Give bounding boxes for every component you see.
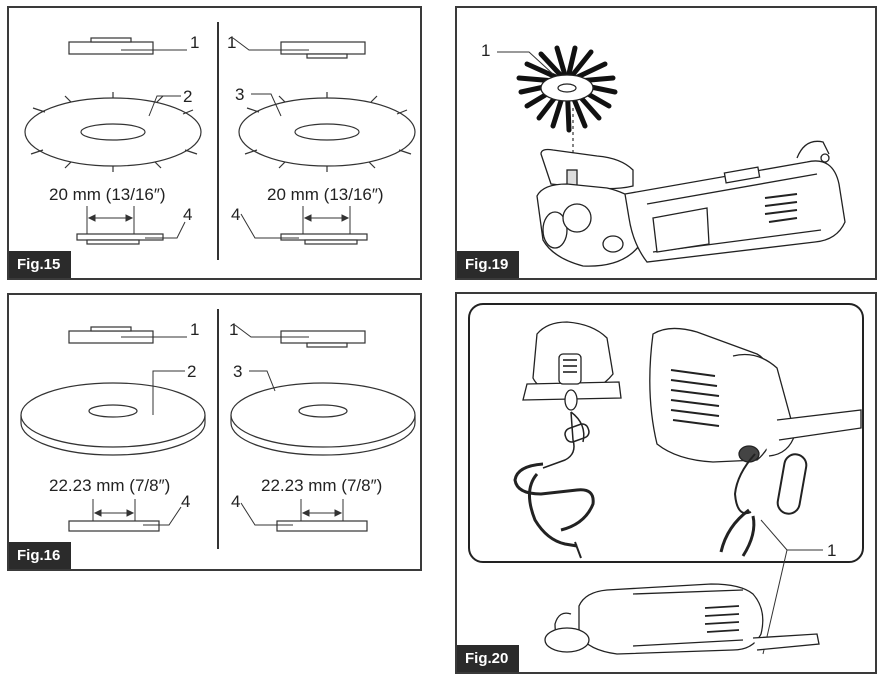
fig16-left-grinding-disc [20, 382, 206, 456]
wire-brush [516, 45, 618, 133]
fig16-right-leader-3 [249, 370, 276, 392]
fig15-left-inner-flange [76, 233, 164, 245]
fig15-right-callout-3: 3 [235, 85, 244, 104]
fig20-illustration: 1 [468, 303, 864, 655]
fig15-label: Fig.15 [9, 251, 71, 278]
fig15-right-callout-4: 4 [231, 205, 240, 224]
lanyard-left [513, 411, 595, 559]
fig16-label: Fig.16 [9, 542, 71, 569]
fig20-leader-1b [760, 519, 788, 551]
fig16-right-lock-nut [280, 330, 366, 348]
fig16-left-inner-flange [68, 520, 160, 532]
fig16-right-callout-4: 4 [231, 492, 240, 511]
fig15-right-callout-1: 1 [227, 33, 236, 52]
grinder-overview [544, 583, 820, 655]
fig19-illustration: 1 [481, 41, 846, 267]
fig15-right-lock-nut [280, 41, 366, 59]
fig16-illustration: 1 2 22.23 mm (7/8″) 4 1 [20, 309, 416, 549]
grinder-closeup [649, 327, 862, 463]
fig20-label: Fig.20 [457, 645, 519, 672]
fig16-right-callout-3: 3 [233, 362, 242, 381]
angle-grinder [536, 140, 846, 267]
fig16-left-leader-4 [143, 506, 182, 526]
fig19-leader-1 [497, 51, 554, 75]
fig15-left-diamond-wheel [24, 92, 202, 172]
fig15-panel: 1 2 20 mm (13/16″) 4 [7, 6, 422, 280]
fig16-right-leader-4 [240, 502, 293, 526]
fig20-panel: 1 Fig.20 [455, 292, 877, 674]
fig20-callout-1: 1 [827, 541, 836, 560]
fig15-right-diamond-wheel [238, 92, 416, 172]
fig19-label: Fig.19 [457, 251, 519, 278]
fig16-left-lock-nut [68, 326, 154, 344]
fig15-left-lock-nut [68, 37, 154, 55]
fig16-left-leader-2 [152, 370, 185, 415]
fig15-right-leader-1 [232, 37, 309, 51]
fig15-left-callout-1: 1 [190, 33, 199, 52]
fig16-right-dimension: 22.23 mm (7/8″) [261, 476, 382, 495]
fig15-left-dimension-arrow [86, 206, 135, 234]
fig15-left-leader-2 [148, 95, 181, 117]
fig16-left-callout-4: 4 [181, 492, 190, 511]
fig16-right-inner-flange [276, 520, 368, 532]
fig15-illustration: 1 2 20 mm (13/16″) 4 [24, 22, 416, 260]
fig16-left-callout-1: 1 [190, 320, 199, 339]
fig15-right-leader-4 [240, 213, 299, 239]
fig15-right-leader-3 [251, 93, 282, 117]
fig15-left-leader-4 [145, 221, 186, 239]
fig15-left-callout-2: 2 [183, 87, 192, 106]
fig16-right-grinding-disc [230, 382, 416, 456]
fig16-panel: 1 2 22.23 mm (7/8″) 4 1 [7, 293, 422, 571]
fig16-left-dimension-arrow [92, 499, 136, 527]
grinder-front-view [522, 321, 622, 411]
fig16-left-dimension: 22.23 mm (7/8″) [49, 476, 170, 495]
fig16-left-callout-2: 2 [187, 362, 196, 381]
fig15-right-dimension: 20 mm (13/16″) [267, 185, 384, 204]
fig16-right-leader-1 [234, 324, 309, 338]
fig19-callout-1: 1 [481, 41, 490, 60]
fig19-panel: 1 Fig.19 [455, 6, 877, 280]
fig16-right-callout-1: 1 [229, 320, 238, 339]
fig15-right-inner-flange [280, 233, 368, 245]
fig15-left-dimension: 20 mm (13/16″) [49, 185, 166, 204]
fig15-right-dimension-arrow [302, 206, 351, 234]
fig15-left-callout-4: 4 [183, 205, 192, 224]
lanyard-right [719, 453, 808, 557]
